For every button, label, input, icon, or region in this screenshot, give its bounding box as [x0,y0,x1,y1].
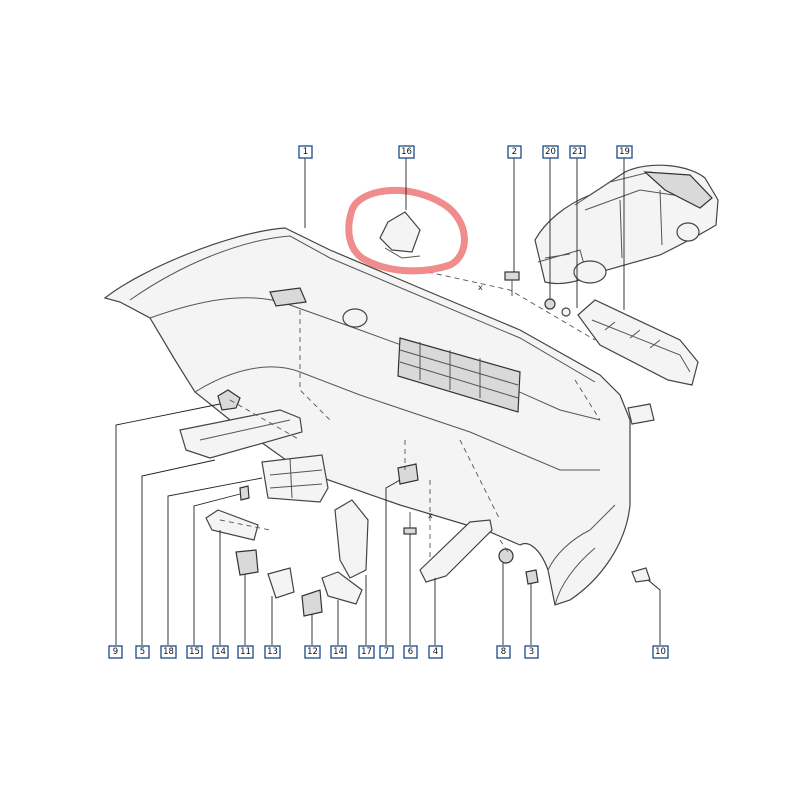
svg-text:3: 3 [529,647,534,657]
leader-lines [115,158,661,645]
assembly-lines [219,271,601,560]
label-1: 1 [298,145,313,159]
svg-text:16: 16 [401,147,412,157]
label-15: 15 [186,645,203,659]
label-18: 18 [160,645,177,659]
x-mark-side: x [428,511,433,520]
svg-text:15: 15 [189,647,200,657]
label-5: 5 [135,645,150,659]
labels-top: 1 16 2 20 21 19 [298,145,633,159]
label-7: 7 [379,645,394,659]
label-17: 17 [358,645,375,659]
svg-text:11: 11 [240,647,251,657]
svg-text:9: 9 [113,647,118,657]
svg-text:12: 12 [307,647,318,657]
car-illustration [534,164,719,285]
label-4: 4 [428,645,443,659]
part-19-panel [577,299,699,386]
highlight-circle [345,186,468,275]
label-14a: 14 [212,645,229,659]
svg-text:5: 5 [140,647,145,657]
x-mark-top: x [478,283,483,292]
svg-text:21: 21 [572,147,583,157]
svg-text:1: 1 [303,147,308,157]
svg-text:4: 4 [433,647,438,657]
small-parts [179,211,655,617]
svg-text:13: 13 [267,647,278,657]
svg-text:6: 6 [408,647,413,657]
svg-text:18: 18 [163,647,174,657]
label-19: 19 [616,145,633,159]
label-10: 10 [652,645,669,659]
label-13: 13 [264,645,281,659]
label-6: 6 [403,645,418,659]
rear-bumper [103,227,631,606]
label-16: 16 [398,145,415,159]
svg-text:17: 17 [361,647,372,657]
label-9: 9 [108,645,123,659]
label-14b: 14 [330,645,347,659]
svg-text:19: 19 [619,147,630,157]
svg-text:14: 14 [215,647,226,657]
svg-text:7: 7 [384,647,389,657]
label-20: 20 [542,145,559,159]
svg-text:14: 14 [333,647,344,657]
label-21: 21 [569,145,586,159]
svg-text:2: 2 [512,147,517,157]
svg-text:8: 8 [501,647,506,657]
svg-text:10: 10 [655,647,666,657]
svg-text:20: 20 [545,147,556,157]
label-11: 11 [237,645,254,659]
label-3: 3 [524,645,539,659]
label-2: 2 [507,145,522,159]
label-12: 12 [304,645,321,659]
labels-bottom: 9 5 18 15 14 11 13 12 14 17 7 6 4 8 3 10 [108,645,669,659]
label-8: 8 [496,645,511,659]
